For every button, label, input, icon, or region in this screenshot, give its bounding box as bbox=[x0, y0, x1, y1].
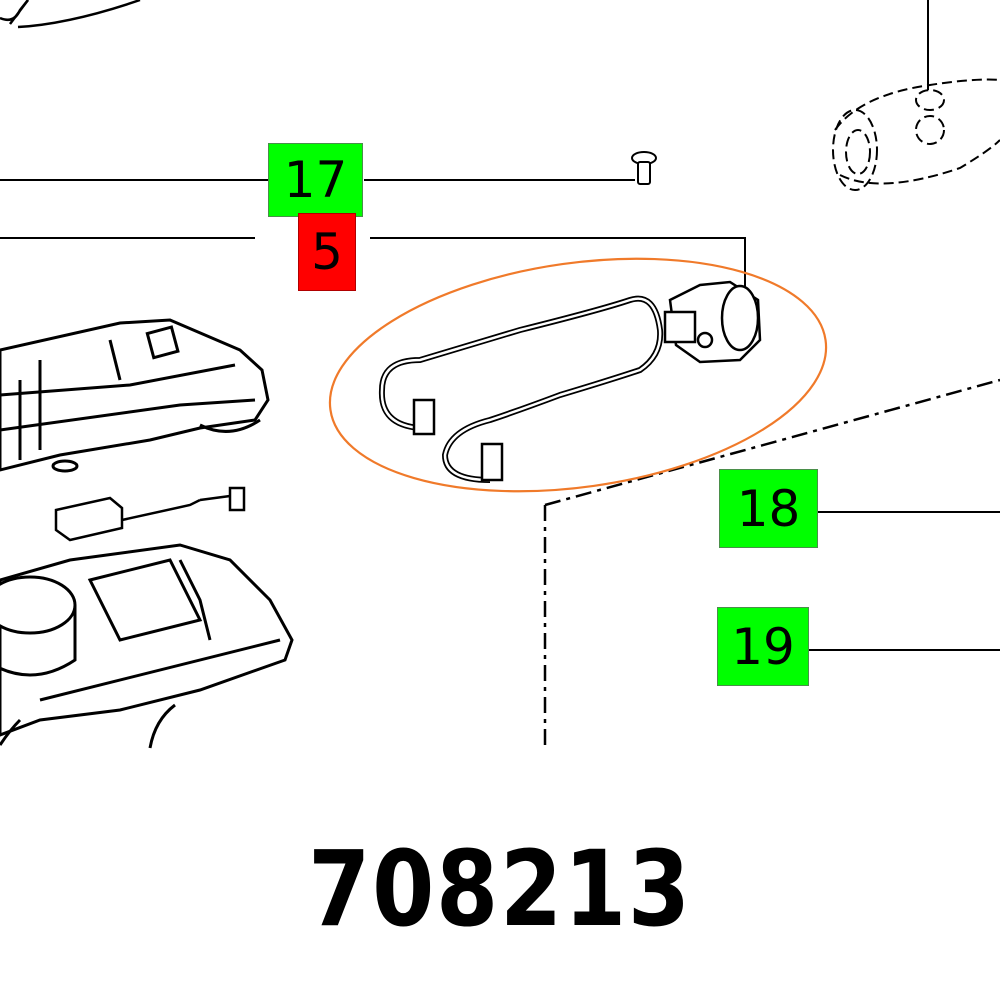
callout-label: 19 bbox=[731, 617, 795, 676]
selection-highlight-ellipse bbox=[328, 257, 828, 493]
callout-17[interactable]: 17 bbox=[268, 143, 363, 217]
dash-dot-lines bbox=[543, 378, 1000, 748]
housing-lower-part bbox=[0, 543, 294, 749]
handle-grip-part bbox=[832, 78, 1000, 191]
callout-5[interactable]: 5 bbox=[298, 213, 356, 291]
screw-part bbox=[631, 151, 657, 185]
part-number-title: 708213 bbox=[308, 828, 692, 950]
micro-switch-part bbox=[54, 486, 246, 542]
callout-label: 18 bbox=[736, 479, 801, 538]
callout-label: 5 bbox=[311, 223, 343, 281]
callout-label: 17 bbox=[283, 151, 348, 209]
callout-19[interactable]: 19 bbox=[717, 607, 809, 686]
callout-18[interactable]: 18 bbox=[719, 469, 818, 548]
housing-upper-part bbox=[0, 318, 270, 473]
housing-top-fragment bbox=[0, 0, 141, 29]
cable-harness-part bbox=[378, 280, 762, 483]
